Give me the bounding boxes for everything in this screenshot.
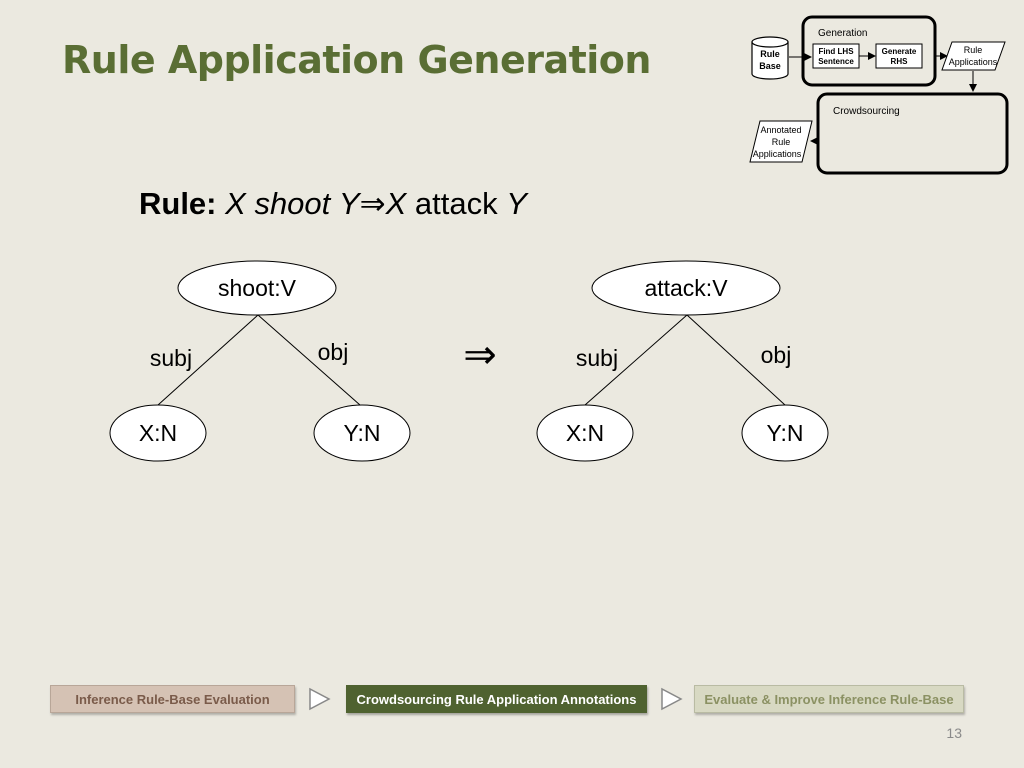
rule-rhs-y: Y	[506, 186, 527, 221]
leaf-label-y-left: Y:N	[343, 420, 380, 446]
generation-box	[801, 15, 937, 87]
rule-label: Rule:	[139, 186, 217, 221]
annotated-applications-shape	[749, 120, 813, 163]
rule-lhs-x: X	[225, 186, 246, 221]
leaf-node-y-left	[313, 404, 411, 462]
leaf-node-y-right	[741, 404, 829, 462]
generate-rhs-box	[875, 43, 923, 69]
find-lhs-label-1: Find LHS	[818, 47, 854, 56]
crowdsourcing-label: Crowdsourcing	[833, 106, 900, 117]
root-node-left	[177, 260, 337, 316]
implies-icon: ⇒	[359, 186, 386, 221]
step-arrow-2-icon	[661, 687, 683, 711]
rule-applications-shape	[941, 41, 1006, 71]
rule-lhs-y: Y	[338, 186, 360, 221]
annotated-label-2: Rule	[772, 137, 791, 147]
edge-subj-right	[584, 314, 688, 406]
tree-right: attack:V subj obj X:N Y:N	[536, 260, 829, 462]
rule-rhs-x: X	[385, 186, 407, 221]
slide-title: Rule Application Generation	[62, 38, 651, 82]
tree-left: shoot:V subj obj X:N Y:N	[109, 260, 411, 462]
find-lhs-label-2: Sentence	[818, 57, 854, 66]
subj-label-right: subj	[576, 345, 618, 371]
rule-apps-label-2: Applications	[949, 57, 998, 67]
root-label-right: attack:V	[644, 275, 728, 301]
progress-step-3: Evaluate & Improve Inference Rule-Base	[694, 685, 964, 713]
leaf-node-x-left	[109, 404, 207, 462]
rule-base-cylinder-icon: Rule Base	[751, 36, 789, 80]
crowdsourcing-box	[816, 92, 1009, 175]
annotated-label-1: Annotated	[760, 125, 801, 135]
root-label-left: shoot:V	[218, 275, 297, 301]
step-arrow-1-icon	[309, 687, 331, 711]
root-node-right	[591, 260, 781, 316]
rule-rhs-predicate: attack	[414, 186, 498, 221]
leaf-label-x-left: X:N	[139, 420, 177, 446]
leaf-label-y-right: Y:N	[766, 420, 803, 446]
page-number: 13	[946, 725, 962, 741]
edge-obj-left	[257, 314, 361, 406]
subj-label-left: subj	[150, 345, 192, 371]
rule-lhs-predicate: shoot	[254, 186, 331, 221]
rule-apps-label-1: Rule	[964, 45, 983, 55]
leaf-node-x-right	[536, 404, 634, 462]
pipeline-diagram: Rule Base Generation Find LHS Sentence G…	[749, 15, 1009, 175]
generation-label: Generation	[818, 28, 867, 39]
edge-subj-left	[157, 314, 259, 406]
progress-step-2-active: Crowdsourcing Rule Application Annotatio…	[346, 685, 647, 713]
annotated-label-3: Applications	[753, 149, 802, 159]
obj-label-right: obj	[761, 342, 792, 368]
tree-implies-icon: ⇒	[463, 333, 497, 377]
generate-rhs-label-1: Generate	[882, 47, 917, 56]
rule-base-label-2: Base	[759, 61, 781, 71]
edge-obj-right	[686, 314, 786, 406]
obj-label-left: obj	[318, 339, 349, 365]
generate-rhs-label-2: RHS	[891, 57, 909, 66]
rule-base-label-1: Rule	[760, 49, 780, 59]
progress-step-1: Inference Rule-Base Evaluation	[50, 685, 295, 713]
rule-statement: Rule: X shoot Y⇒X attack Y	[139, 186, 527, 222]
leaf-label-x-right: X:N	[566, 420, 604, 446]
